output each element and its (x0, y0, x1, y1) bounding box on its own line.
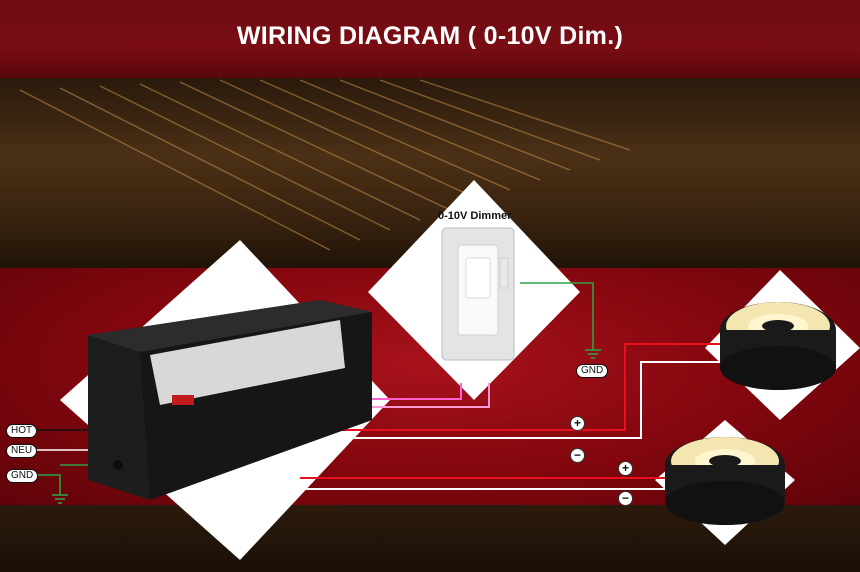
dimmer-ground-symbol (585, 349, 601, 359)
reel2-minus-sign: − (618, 491, 633, 506)
page-title: WIRING DIAGRAM ( 0-10V Dim.) (236, 22, 624, 50)
reel1-minus-sign: − (570, 448, 585, 463)
ground-label: GND (6, 469, 39, 483)
led-reel-2 (665, 437, 785, 525)
neutral-label: NEU (6, 444, 38, 458)
dimmer-wires (370, 383, 490, 408)
reel1-plus-sign: + (570, 416, 585, 431)
hot-label: HOT (6, 424, 38, 438)
reel2-plus-sign: + (618, 461, 633, 476)
dimmer-ground-wire (520, 282, 594, 350)
dimmer-label: 0-10V Dimmer (438, 210, 512, 222)
led-driver (88, 300, 372, 500)
ceiling-slats (19, 79, 631, 251)
reel1-wires (335, 343, 720, 439)
dimmer-switch (441, 227, 515, 361)
led-reel-1 (720, 302, 836, 390)
title-bar: WIRING DIAGRAM ( 0-10V Dim.) (0, 0, 860, 78)
input-ground-symbol (52, 494, 68, 504)
reel2-wires (300, 477, 665, 490)
dimmer-ground-label: GND (576, 364, 609, 378)
